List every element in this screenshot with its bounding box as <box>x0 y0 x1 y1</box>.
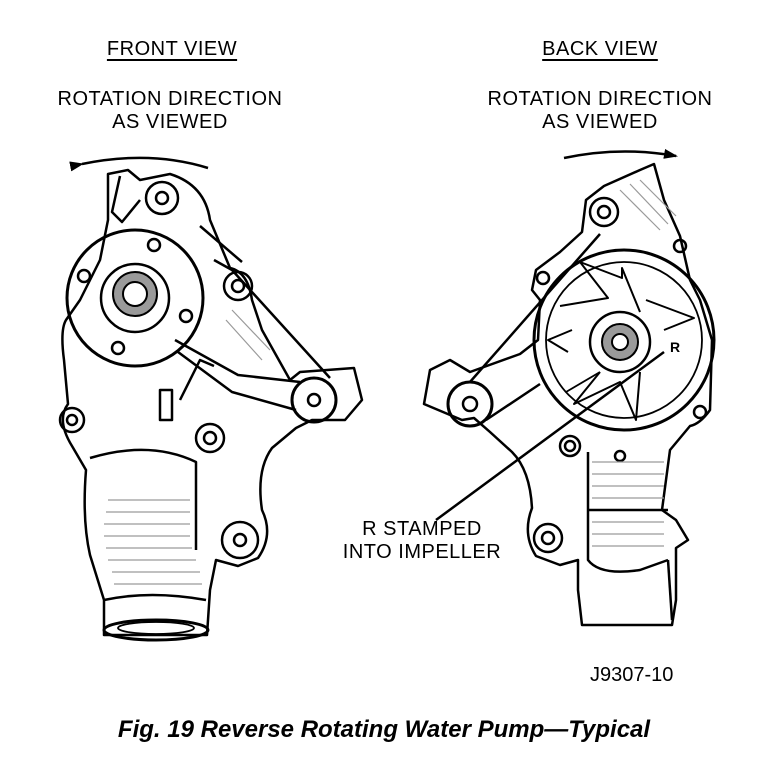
figure-code: J9307-10 <box>590 664 674 686</box>
back-view-title: BACK VIEW <box>542 38 658 60</box>
callout-line2: INTO IMPELLER <box>342 541 502 563</box>
front-rotation-line2: AS VIEWED <box>112 111 228 133</box>
figure-caption: Fig. 19 Reverse Rotating Water Pump—Typi… <box>117 716 651 743</box>
back-shading <box>592 179 677 547</box>
front-rotation-line1: ROTATION DIRECTION <box>57 88 283 110</box>
back-rotation-line1: ROTATION DIRECTION <box>487 88 713 110</box>
back-view-pump <box>422 148 716 627</box>
front-view-title: FRONT VIEW <box>106 38 238 60</box>
front-rotation-arrow <box>69 156 209 172</box>
callout-line1: R STAMPED <box>362 518 482 540</box>
front-shading <box>104 309 271 585</box>
front-view-pump <box>58 156 364 642</box>
back-rotation-line2: AS VIEWED <box>542 111 658 133</box>
callout-leader-line <box>435 350 665 522</box>
impeller-r-mark: R <box>670 339 680 355</box>
back-rotation-arrow <box>563 148 678 160</box>
